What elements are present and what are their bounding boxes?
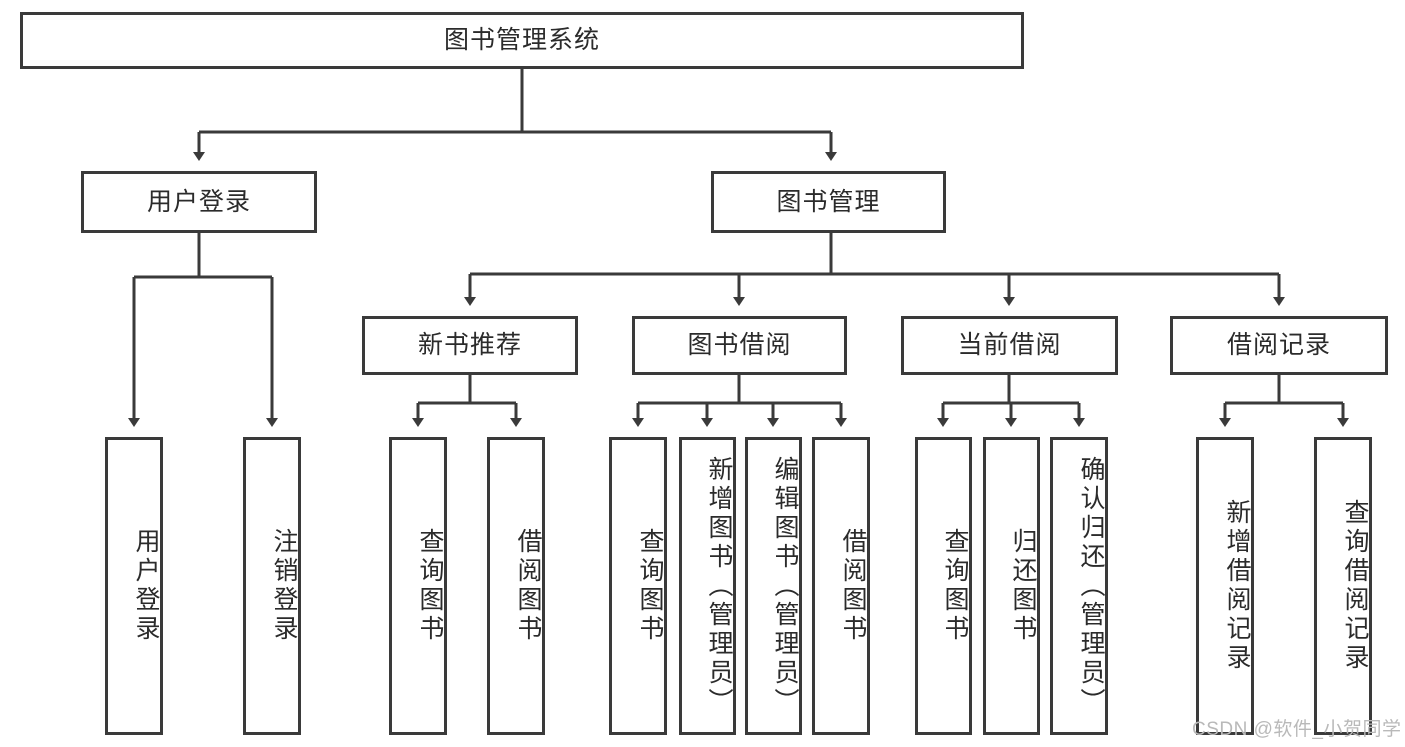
node-leaf-query-book-borrow[interactable]: 查询图书 bbox=[609, 437, 667, 735]
node-leaf-query-book-rec[interactable]: 查询图书 bbox=[389, 437, 447, 735]
node-leaf-query-book-rec-label: 查询图书 bbox=[416, 528, 444, 644]
node-book-management-label: 图书管理 bbox=[776, 187, 881, 216]
node-leaf-query-book-borrow-label: 查询图书 bbox=[636, 528, 664, 644]
node-leaf-borrow-book[interactable]: 借阅图书 bbox=[812, 437, 870, 735]
node-leaf-user-logout[interactable]: 注销登录 bbox=[243, 437, 301, 735]
node-book-borrow[interactable]: 图书借阅 bbox=[632, 316, 847, 375]
node-leaf-user-login-label: 用户登录 bbox=[132, 528, 160, 644]
node-book-management[interactable]: 图书管理 bbox=[711, 171, 946, 233]
node-leaf-borrow-book-rec-label: 借阅图书 bbox=[514, 528, 542, 644]
node-new-book-recommend-label: 新书推荐 bbox=[417, 331, 522, 360]
node-new-book-recommend[interactable]: 新书推荐 bbox=[362, 316, 578, 375]
node-leaf-return-book[interactable]: 归还图书 bbox=[983, 437, 1040, 735]
node-current-borrow-label: 当前借阅 bbox=[957, 331, 1062, 360]
node-leaf-user-login[interactable]: 用户登录 bbox=[105, 437, 163, 735]
node-borrow-record-label: 借阅记录 bbox=[1226, 331, 1331, 360]
node-leaf-borrow-book-rec[interactable]: 借阅图书 bbox=[487, 437, 545, 735]
node-root-system[interactable]: 图书管理系统 bbox=[20, 12, 1024, 69]
node-leaf-query-borrow-record-label: 查询借阅记录 bbox=[1341, 499, 1369, 673]
node-leaf-return-book-label: 归还图书 bbox=[1009, 528, 1037, 644]
node-root-label: 图书管理系统 bbox=[443, 26, 600, 55]
node-leaf-query-borrow-record[interactable]: 查询借阅记录 bbox=[1314, 437, 1372, 735]
node-leaf-query-book-current[interactable]: 查询图书 bbox=[915, 437, 972, 735]
node-user-login[interactable]: 用户登录 bbox=[81, 171, 317, 233]
node-leaf-edit-book-admin[interactable]: 编辑图书（管理员） bbox=[745, 437, 802, 735]
watermark-text: CSDN @软件_小贺同学 bbox=[1192, 719, 1402, 740]
node-book-borrow-label: 图书借阅 bbox=[687, 331, 792, 360]
node-leaf-add-borrow-record[interactable]: 新增借阅记录 bbox=[1196, 437, 1254, 735]
node-borrow-record[interactable]: 借阅记录 bbox=[1170, 316, 1388, 375]
node-leaf-add-borrow-record-label: 新增借阅记录 bbox=[1223, 499, 1251, 673]
node-leaf-add-book-admin-label: 新增图书（管理员） bbox=[705, 455, 733, 717]
node-leaf-borrow-book-label: 借阅图书 bbox=[839, 528, 867, 644]
node-leaf-user-logout-label: 注销登录 bbox=[270, 528, 298, 644]
node-leaf-confirm-return-admin-label: 确认归还（管理员） bbox=[1077, 455, 1105, 717]
node-leaf-query-book-current-label: 查询图书 bbox=[941, 528, 969, 644]
node-current-borrow[interactable]: 当前借阅 bbox=[901, 316, 1118, 375]
node-leaf-edit-book-admin-label: 编辑图书（管理员） bbox=[771, 455, 799, 717]
node-user-login-label: 用户登录 bbox=[146, 187, 251, 216]
node-leaf-add-book-admin[interactable]: 新增图书（管理员） bbox=[679, 437, 736, 735]
node-leaf-confirm-return-admin[interactable]: 确认归还（管理员） bbox=[1050, 437, 1108, 735]
